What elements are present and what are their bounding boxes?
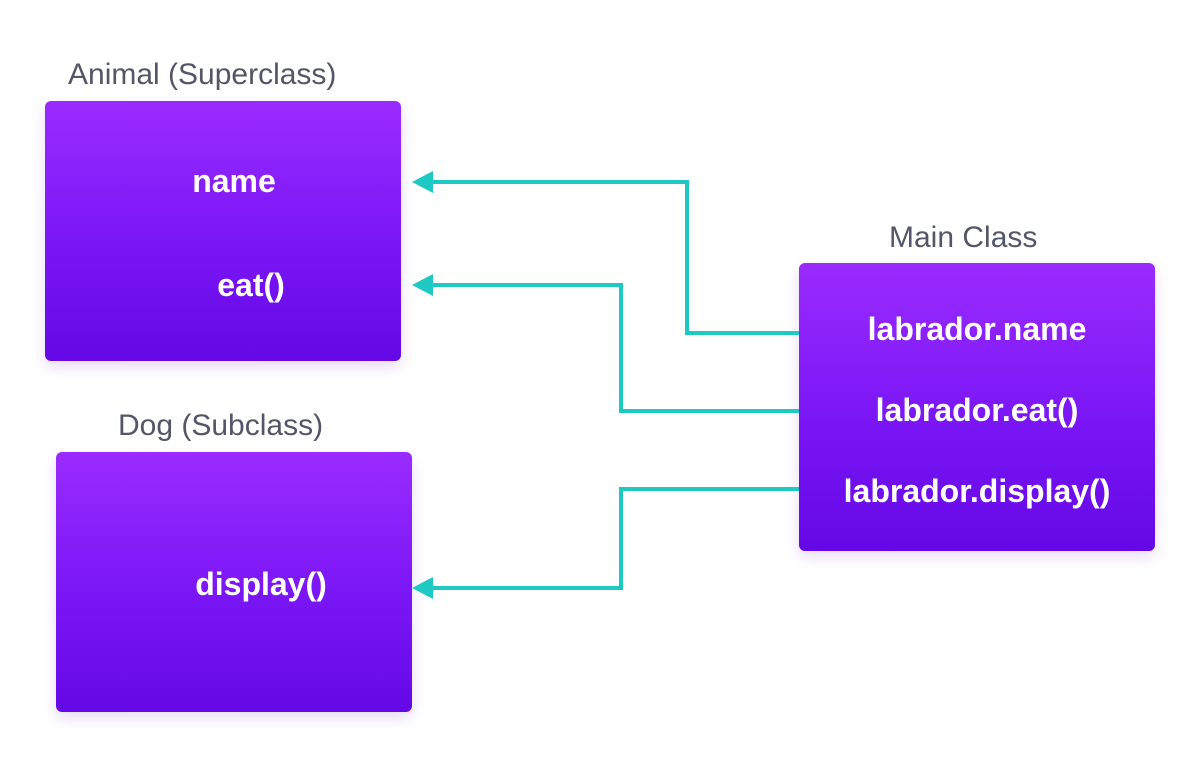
main-member-labrador-name: labrador.name [867,311,1087,347]
connector-line [432,487,799,590]
connector-line [432,180,799,335]
animal-member-name: name [192,163,276,199]
arrow-labrador-display-to-display [412,487,799,599]
dog-member-display: display() [195,566,327,602]
animal-class-box: name eat() [45,101,401,361]
main-member-labrador-eat: labrador.eat() [875,392,1079,428]
animal-member-eat: eat() [217,267,285,303]
arrowhead-icon [412,171,433,193]
main-class-box: labrador.name labrador.eat() labrador.di… [799,263,1155,551]
animal-class-title: Animal (Superclass) [68,58,337,91]
dog-class-box: display() [56,452,412,712]
arrowhead-icon [412,577,433,599]
arrowhead-icon [412,274,433,296]
main-member-labrador-display: labrador.display() [843,473,1111,509]
connector-line [432,283,799,413]
dog-class-title: Dog (Subclass) [118,409,324,442]
main-class-title: Main Class [889,221,1038,254]
arrow-labrador-eat-to-eat [412,274,799,413]
arrow-labrador-name-to-name [412,171,799,335]
